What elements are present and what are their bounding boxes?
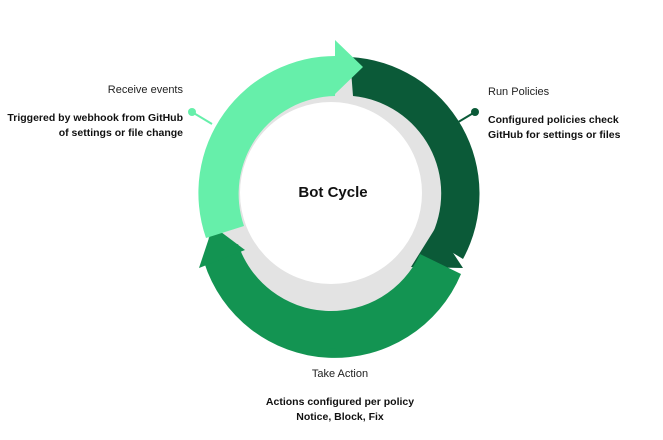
take-action-description-line: Actions configured per policy — [265, 395, 415, 408]
run-policies-arrow — [350, 57, 480, 259]
receive-events-description-line: of settings or file change — [58, 127, 183, 140]
run-policies-description-line: Configured policies check — [488, 113, 619, 126]
take-action-marker — [329, 348, 337, 356]
center-title: Bot Cycle — [298, 184, 368, 201]
receive-events-marker — [188, 108, 196, 116]
receive-events-label: Receive events — [107, 84, 183, 96]
run-policies-marker — [471, 108, 479, 116]
receive-events-description: Triggered by webhook from GitHub of sett… — [7, 111, 183, 143]
receive-events-arrowhead — [335, 40, 363, 94]
take-action-arrow — [204, 244, 461, 358]
take-action-label: Take Action — [311, 368, 369, 380]
receive-events-block: Receive events Triggered by webhook from… — [7, 82, 183, 142]
receive-events-description-line: Triggered by webhook from GitHub — [7, 111, 183, 124]
run-policies-label: Run Policies — [488, 86, 550, 98]
run-policies-block: Run Policies Configured policies check G… — [488, 84, 620, 144]
take-action-description-line: Notice, Block, Fix — [296, 411, 384, 424]
run-policies-description-line: GitHub for settings or files — [488, 129, 621, 142]
receive-events-arrow — [198, 55, 337, 238]
take-action-description: Actions configured per policy Notice, Bl… — [230, 395, 450, 427]
take-action-block: Take Action Actions configured per polic… — [230, 366, 450, 426]
run-policies-description: Configured policies check GitHub for set… — [488, 113, 620, 145]
